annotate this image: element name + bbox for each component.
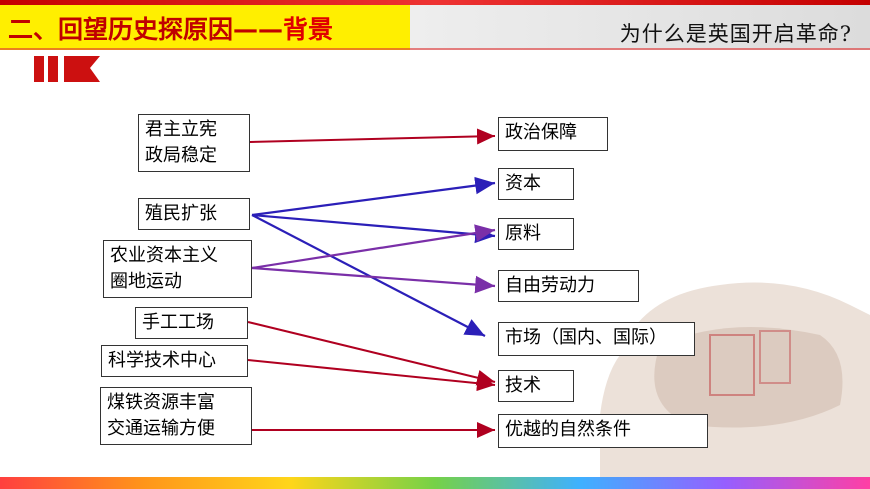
effect-label: 政治保障: [505, 122, 577, 143]
cause-line: 殖民扩张: [145, 203, 217, 224]
cause-box: 科学技术中心: [101, 345, 248, 377]
top-rule: [0, 0, 870, 5]
cause-box: 殖民扩张: [138, 198, 250, 230]
effect-label: 市场（国内、国际）: [505, 327, 667, 348]
subtitle: 为什么是英国开启革命?: [619, 22, 852, 46]
effect-box: 自由劳动力: [498, 270, 639, 302]
cause-box: 农业资本主义 圈地运动: [103, 240, 252, 298]
cause-box: 君主立宪 政局稳定: [138, 114, 250, 172]
cause-line: 君主立宪: [145, 119, 217, 140]
cause-line: 手工工场: [142, 312, 214, 333]
effect-box: 原料: [498, 218, 574, 250]
effect-box: 技术: [498, 370, 574, 402]
cause-line: 圈地运动: [110, 271, 182, 292]
effect-label: 自由劳动力: [505, 275, 595, 296]
effect-box: 政治保障: [498, 117, 608, 151]
page-title: 二、回望历史探原因——: [8, 14, 284, 44]
bottom-color-bar: [0, 477, 870, 489]
cause-box: 煤铁资源丰富 交通运输方便: [100, 387, 252, 445]
book-logo-icon: [34, 56, 100, 82]
cause-box: 手工工场: [135, 307, 248, 339]
arrow-politics: [249, 128, 496, 145]
subtitle-bar: [410, 5, 870, 50]
title-banner: 二、回望历史探原因——背景: [0, 5, 410, 50]
header-divider: [0, 48, 870, 50]
effect-label: 资本: [505, 173, 541, 194]
effect-box: 市场（国内、国际）: [498, 322, 695, 356]
cause-line: 交通运输方便: [107, 418, 215, 439]
arrow-colony-capital: [251, 176, 496, 217]
effect-label: 技术: [505, 375, 541, 396]
effect-label: 原料: [505, 223, 541, 244]
cause-line: 政局稳定: [145, 145, 217, 166]
arrow-colony-material: [251, 213, 496, 244]
effect-label: 优越的自然条件: [505, 419, 631, 440]
cause-line: 科学技术中心: [108, 350, 216, 371]
arrow-agri-material: [251, 224, 496, 270]
page-title-accent: 背景: [283, 14, 334, 44]
cause-line: 农业资本主义: [110, 245, 218, 266]
effect-box: 优越的自然条件: [498, 414, 708, 448]
cause-line: 煤铁资源丰富: [107, 392, 215, 413]
arrow-agri-labor: [251, 266, 496, 294]
arrow-science-tech: [247, 359, 496, 392]
arrow-colony-market: [251, 214, 486, 337]
arrow-workshop-tech: [247, 321, 496, 386]
effect-box: 资本: [498, 168, 574, 200]
